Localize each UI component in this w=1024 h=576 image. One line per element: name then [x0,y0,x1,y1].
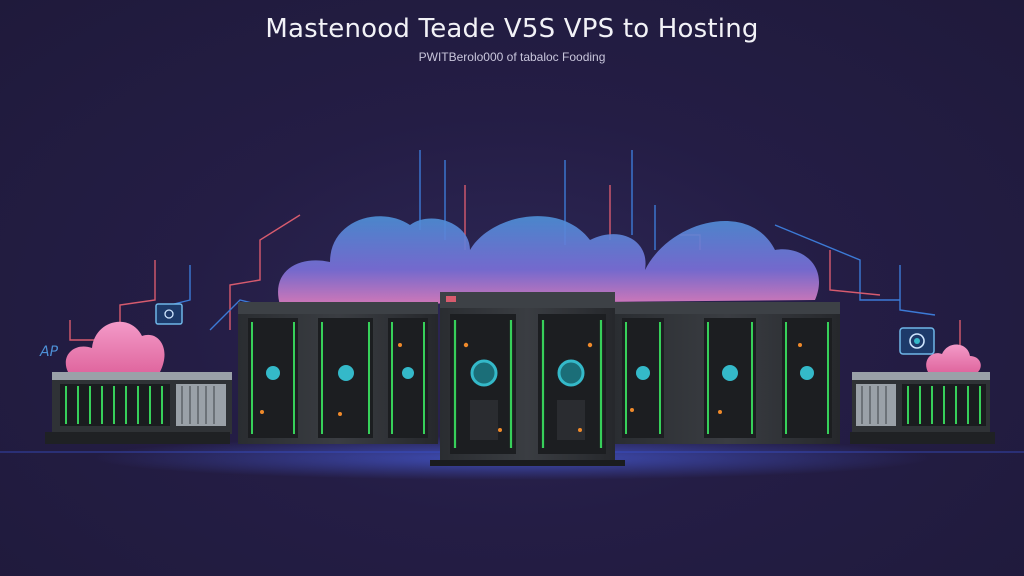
left-cloud [65,321,165,372]
page-title: Mastenood Teade V5S VPS to Hosting [265,14,759,44]
central-cloud [278,216,820,305]
server-rack-left [238,302,438,444]
right-cloud [926,344,981,372]
page-subtitle: PWITBerolo000 of tabaloc Fooding [418,50,606,64]
left-label: AP [39,344,59,360]
monitor-icon [155,303,183,325]
right-storage-unit [850,372,995,444]
camera-icon [899,327,935,355]
server-rack-center [430,292,625,466]
left-storage-unit [45,372,232,444]
server-rack-right [615,302,840,444]
